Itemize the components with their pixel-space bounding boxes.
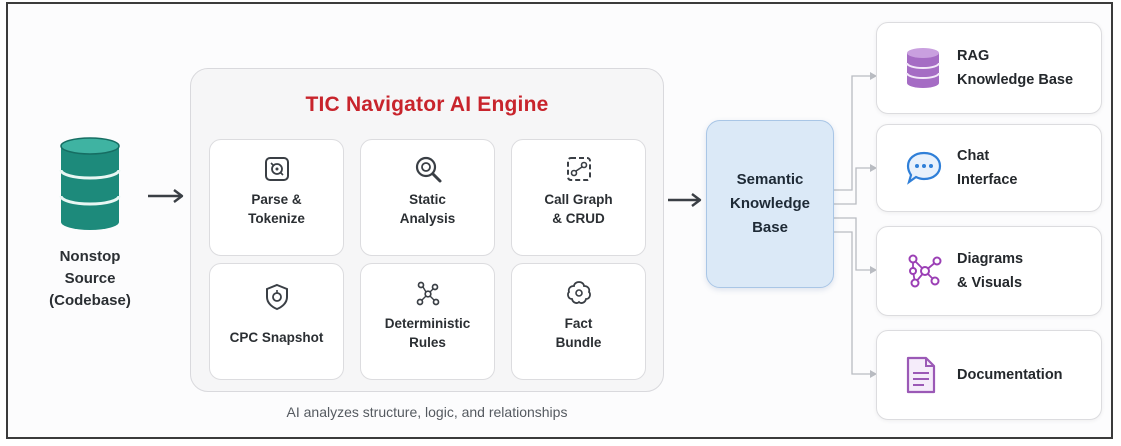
tile-label: Bundle <box>555 335 602 350</box>
output-label: & Visuals <box>957 275 1023 291</box>
snapshot-icon <box>265 283 288 311</box>
tile-label: Parse & <box>251 192 302 207</box>
tile-label: Rules <box>409 335 446 350</box>
tile-deterministic-rules: Deterministic Rules <box>360 263 495 380</box>
output-label: Diagrams <box>957 251 1024 267</box>
semantic-label-line: Semantic <box>736 171 804 188</box>
source-label-line: Nonstop <box>59 248 121 265</box>
engine-caption: AI analyzes structure, logic, and relati… <box>286 404 568 420</box>
document-icon <box>906 356 936 394</box>
parse-icon <box>264 157 289 181</box>
database-icon <box>59 137 121 230</box>
tile-call-graph: Call Graph & CRUD <box>511 139 646 256</box>
ai-engine-panel: TIC Navigator AI Engine Parse & Tokenize… <box>190 68 664 392</box>
tile-cpc-snapshot: CPC Snapshot <box>209 263 344 380</box>
tile-label: Call Graph <box>544 192 613 207</box>
source-codebase: Nonstop Source (Codebase) <box>20 136 160 312</box>
connector-chat <box>834 167 870 205</box>
database-icon <box>906 48 940 88</box>
arrow-right-icon <box>668 193 702 207</box>
output-documentation: Documentation <box>876 330 1102 420</box>
tile-parse-tokenize: Parse & Tokenize <box>209 139 344 256</box>
semantic-knowledge-base: Semantic Knowledge Base <box>706 120 834 288</box>
arrow-right-icon <box>148 189 184 203</box>
tile-static-analysis: Static Analysis <box>360 139 495 256</box>
connector-docs <box>834 231 870 375</box>
tile-label: Tokenize <box>248 211 305 226</box>
output-label: RAG <box>957 48 990 64</box>
semantic-label-line: Base <box>752 219 788 236</box>
connector-rag <box>834 75 870 191</box>
tile-label: Deterministic <box>384 316 471 331</box>
semantic-label-line: Knowledge <box>729 195 810 212</box>
source-label-line: (Codebase) <box>49 292 131 309</box>
tile-label: Fact <box>564 316 593 331</box>
output-diagrams-visuals: Diagrams & Visuals <box>876 226 1102 316</box>
tile-fact-bundle: Fact Bundle <box>511 263 646 380</box>
tile-label: Analysis <box>399 211 456 226</box>
tile-label: Static <box>409 192 446 207</box>
connector-diagrams <box>834 217 870 271</box>
output-label: Chat <box>957 148 990 164</box>
magnifier-icon <box>415 156 441 183</box>
chat-bubble-icon <box>906 151 942 185</box>
rules-icon <box>416 281 439 306</box>
tile-label: & CRUD <box>552 211 605 226</box>
output-label: Interface <box>957 172 1018 188</box>
output-label: Documentation <box>957 367 1063 383</box>
output-chat-interface: Chat Interface <box>876 124 1102 212</box>
source-label: Nonstop Source (Codebase) <box>20 246 160 312</box>
source-label-line: Source <box>64 270 116 287</box>
network-icon <box>908 254 942 288</box>
call-graph-icon <box>566 157 591 181</box>
output-label: Knowledge Base <box>957 72 1074 88</box>
tile-label: CPC Snapshot <box>229 330 324 345</box>
engine-title: TIC Navigator AI Engine <box>305 93 549 116</box>
bundle-icon <box>566 281 591 304</box>
output-rag-knowledge-base: RAG Knowledge Base <box>876 22 1102 114</box>
